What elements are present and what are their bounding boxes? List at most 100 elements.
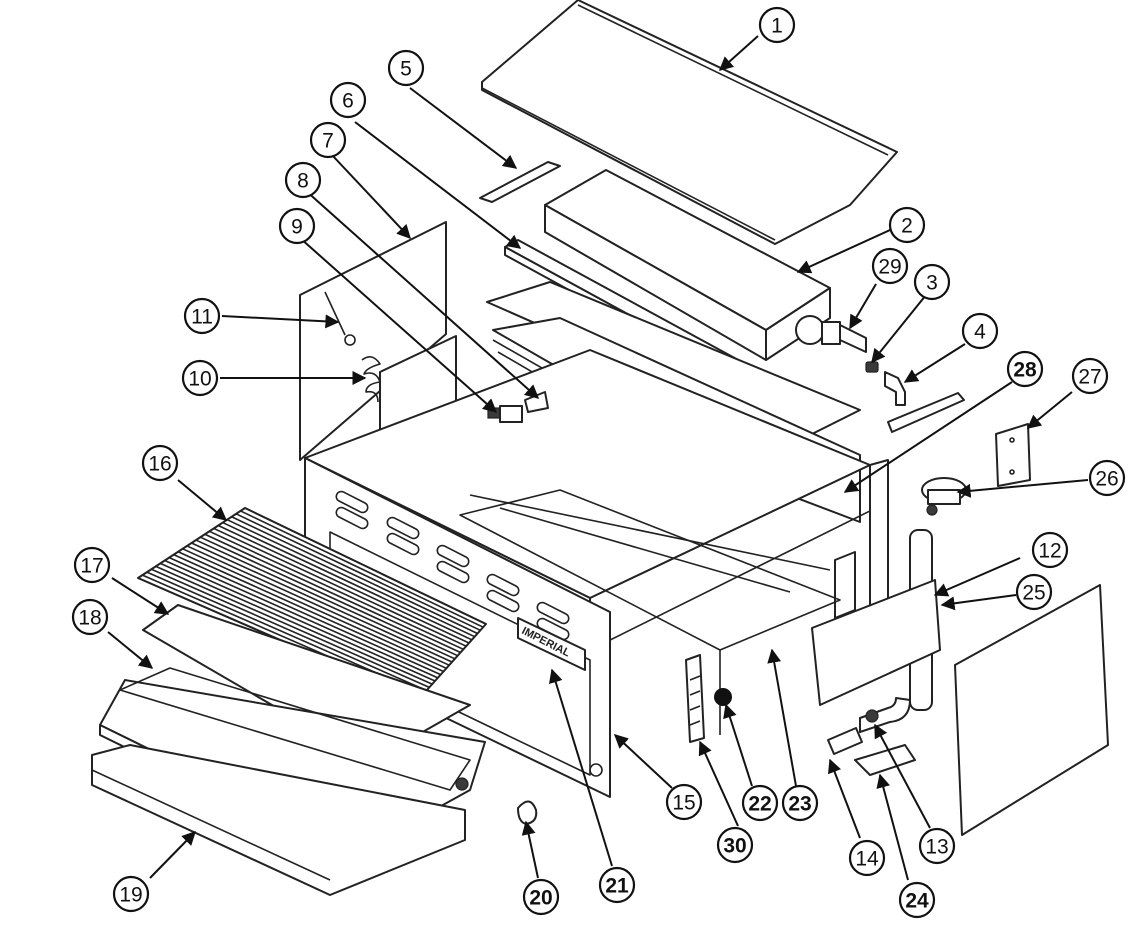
callout-circle [181,359,219,397]
callout-number: 11 [191,306,213,329]
callout-9: 9 [278,207,316,245]
callout-25: 25 [1015,573,1053,611]
callout-number: 6 [342,90,354,113]
callout-2: 2 [888,206,926,244]
part-top-panel [481,0,898,245]
grate-bar [240,510,484,628]
grate-bar [191,542,453,663]
part-side-bracket [887,392,965,433]
grate-bar [159,562,433,685]
callout-circle [387,49,425,87]
callout-circle [888,206,926,244]
grate-bar [200,536,459,657]
grate-bar [244,507,487,625]
callout-number: 26 [1095,468,1118,491]
grate-bar [186,545,450,666]
part-elbow-fitting [884,371,906,406]
callout-11: 11 [183,297,221,335]
callout-number: 16 [148,453,171,476]
callout-number: 23 [788,793,811,816]
callout-circle [112,875,150,913]
callout-13: 13 [918,827,956,865]
callout-circle [758,6,796,44]
grate-bar [155,565,430,689]
callout-circle [1006,350,1044,388]
part-igniter-wire [324,291,356,346]
callout-24: 24 [898,881,936,919]
grate-bar [204,533,461,654]
callout-number: 24 [905,890,929,913]
callout-number: 8 [297,170,309,193]
callout-number: 22 [748,793,771,816]
part-knob-slots [335,490,570,641]
grate-bar [173,553,441,676]
part-small-strip [479,161,561,203]
callout-number: 2 [901,215,913,238]
callout-circle [183,297,221,335]
part-regulator [921,477,967,516]
callout-number: 21 [605,875,629,898]
callout-22: 22 [741,784,779,822]
part-knob [517,800,538,825]
callout-circle [522,878,560,916]
callout-number: 1 [771,15,783,38]
callout-20: 20 [522,878,560,916]
callout-number: 12 [1038,540,1061,563]
callout-28: 28 [1006,350,1044,388]
callout-17: 17 [73,546,111,584]
callout-14: 14 [848,839,886,877]
callout-number: 19 [119,884,142,907]
callout-circle [961,312,999,350]
callout-26: 26 [1088,459,1126,497]
part-cooking-grate [137,507,487,701]
grate-bar [164,559,436,682]
callout-circle [598,866,636,904]
callout-number: 28 [1013,359,1037,382]
callout-circle [284,161,322,199]
grate-bar [222,521,473,641]
callout-6: 6 [329,81,367,119]
callout-circle [141,444,179,482]
callout-27: 27 [1071,357,1109,395]
grate-bar [151,568,427,692]
callout-21: 21 [598,866,636,904]
grate-bar [195,539,456,660]
callout-circle [71,598,109,636]
grate-bar [208,530,464,651]
callout-circle [309,121,347,159]
callout-number: 29 [878,256,901,279]
part-control-knob-dark [714,688,732,706]
callout-circle [1015,573,1053,611]
callout-3: 3 [913,263,951,301]
callout-number: 13 [925,836,948,859]
callout-circle [871,247,909,285]
callout-number: 15 [672,792,695,815]
callout-16: 16 [141,444,179,482]
part-burner-housing [544,169,867,361]
part-coil-spring [361,356,381,403]
callout-10: 10 [181,359,219,397]
part-grease-pan [91,744,466,896]
callout-number: 17 [80,555,103,578]
callout-leaders [107,35,1089,881]
part-side-panel-right [811,579,941,706]
part-fitting-small [865,361,879,373]
callout-number: 18 [78,607,101,630]
callout-circle [848,839,886,877]
callout-number: 9 [291,216,303,239]
callout-circle [918,827,956,865]
callout-7: 7 [309,121,347,159]
callout-circle [665,783,703,821]
callout-19: 19 [112,875,150,913]
callout-15: 15 [665,783,703,821]
callout-5: 5 [387,49,425,87]
callout-12: 12 [1031,531,1069,569]
callout-circle [913,263,951,301]
callout-number: 4 [974,321,986,344]
callout-number: 7 [322,130,334,153]
part-right-cover-panel [954,584,1109,836]
callout-18: 18 [71,598,109,636]
grate-bar [177,551,444,673]
